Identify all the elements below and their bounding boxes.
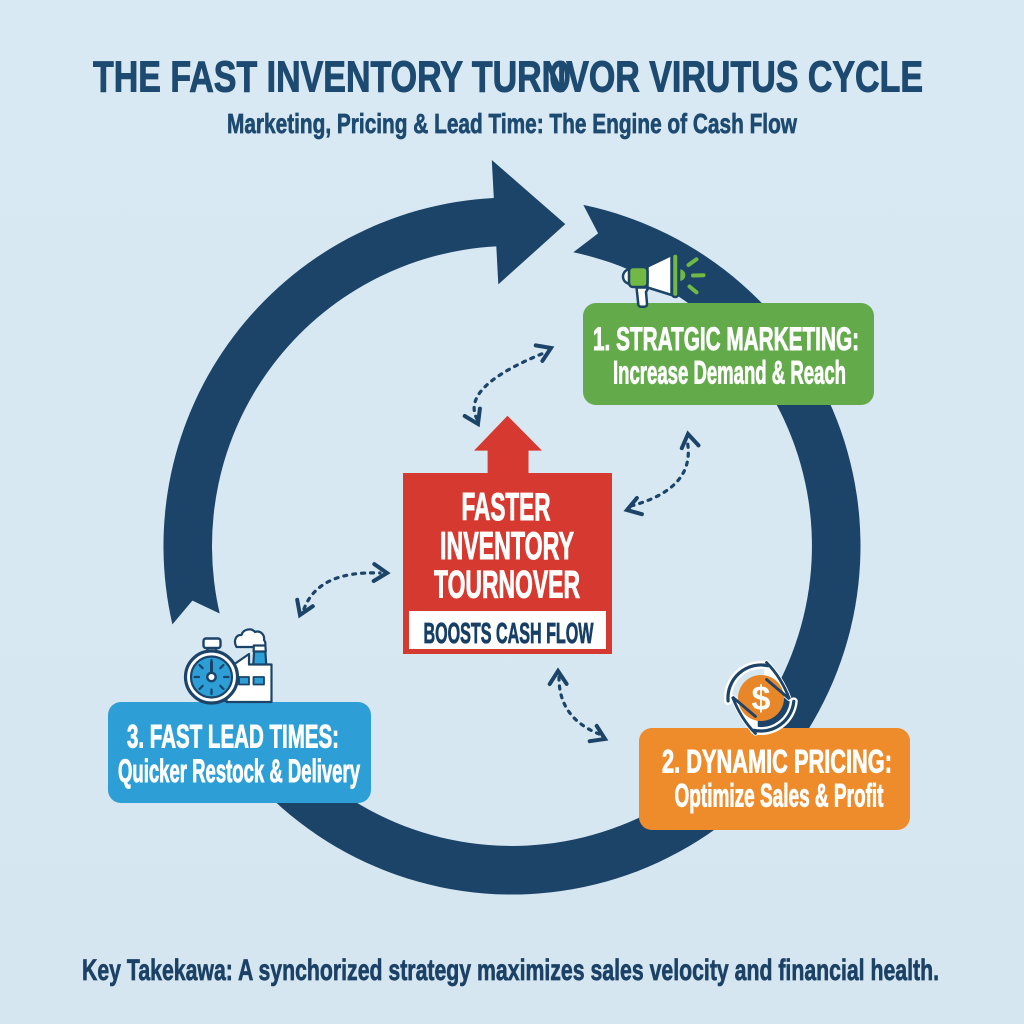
svg-text:Increase Demand & Reach: Increase Demand & Reach <box>613 355 846 391</box>
svg-text:3. FAST LEAD TIMES:: 3. FAST LEAD TIMES: <box>127 719 339 755</box>
svg-text:TOURNOVER: TOURNOVER <box>434 564 580 607</box>
svg-text:BOOSTS CASH FLOW: BOOSTS CASH FLOW <box>424 618 594 650</box>
svg-text:O: O <box>550 53 571 102</box>
svg-text:THE FAST INVENTORY TURNVOR VIR: THE FAST INVENTORY TURNVOR VIRUTUS CYCLE <box>93 53 923 102</box>
svg-text:INVENTORY: INVENTORY <box>440 525 574 568</box>
svg-text:1. STRATGIC MARKETING:: 1. STRATGIC MARKETING: <box>593 321 859 357</box>
svg-text:FASTER: FASTER <box>462 486 551 529</box>
svg-text:2. DYNAMIC PRICING:: 2. DYNAMIC PRICING: <box>662 744 892 780</box>
svg-text:Key Takekawa: A synchorized st: Key Takekawa: A synchorized strategy max… <box>82 954 939 987</box>
svg-text:Marketing, Pricing & Lead Time: Marketing, Pricing & Lead Time: The Engi… <box>227 108 797 139</box>
svg-text:$: $ <box>752 680 771 718</box>
svg-text:Optimize Sales & Profit: Optimize Sales & Profit <box>675 778 884 814</box>
svg-text:Quicker Restock & Delivery: Quicker Restock & Delivery <box>118 753 360 789</box>
